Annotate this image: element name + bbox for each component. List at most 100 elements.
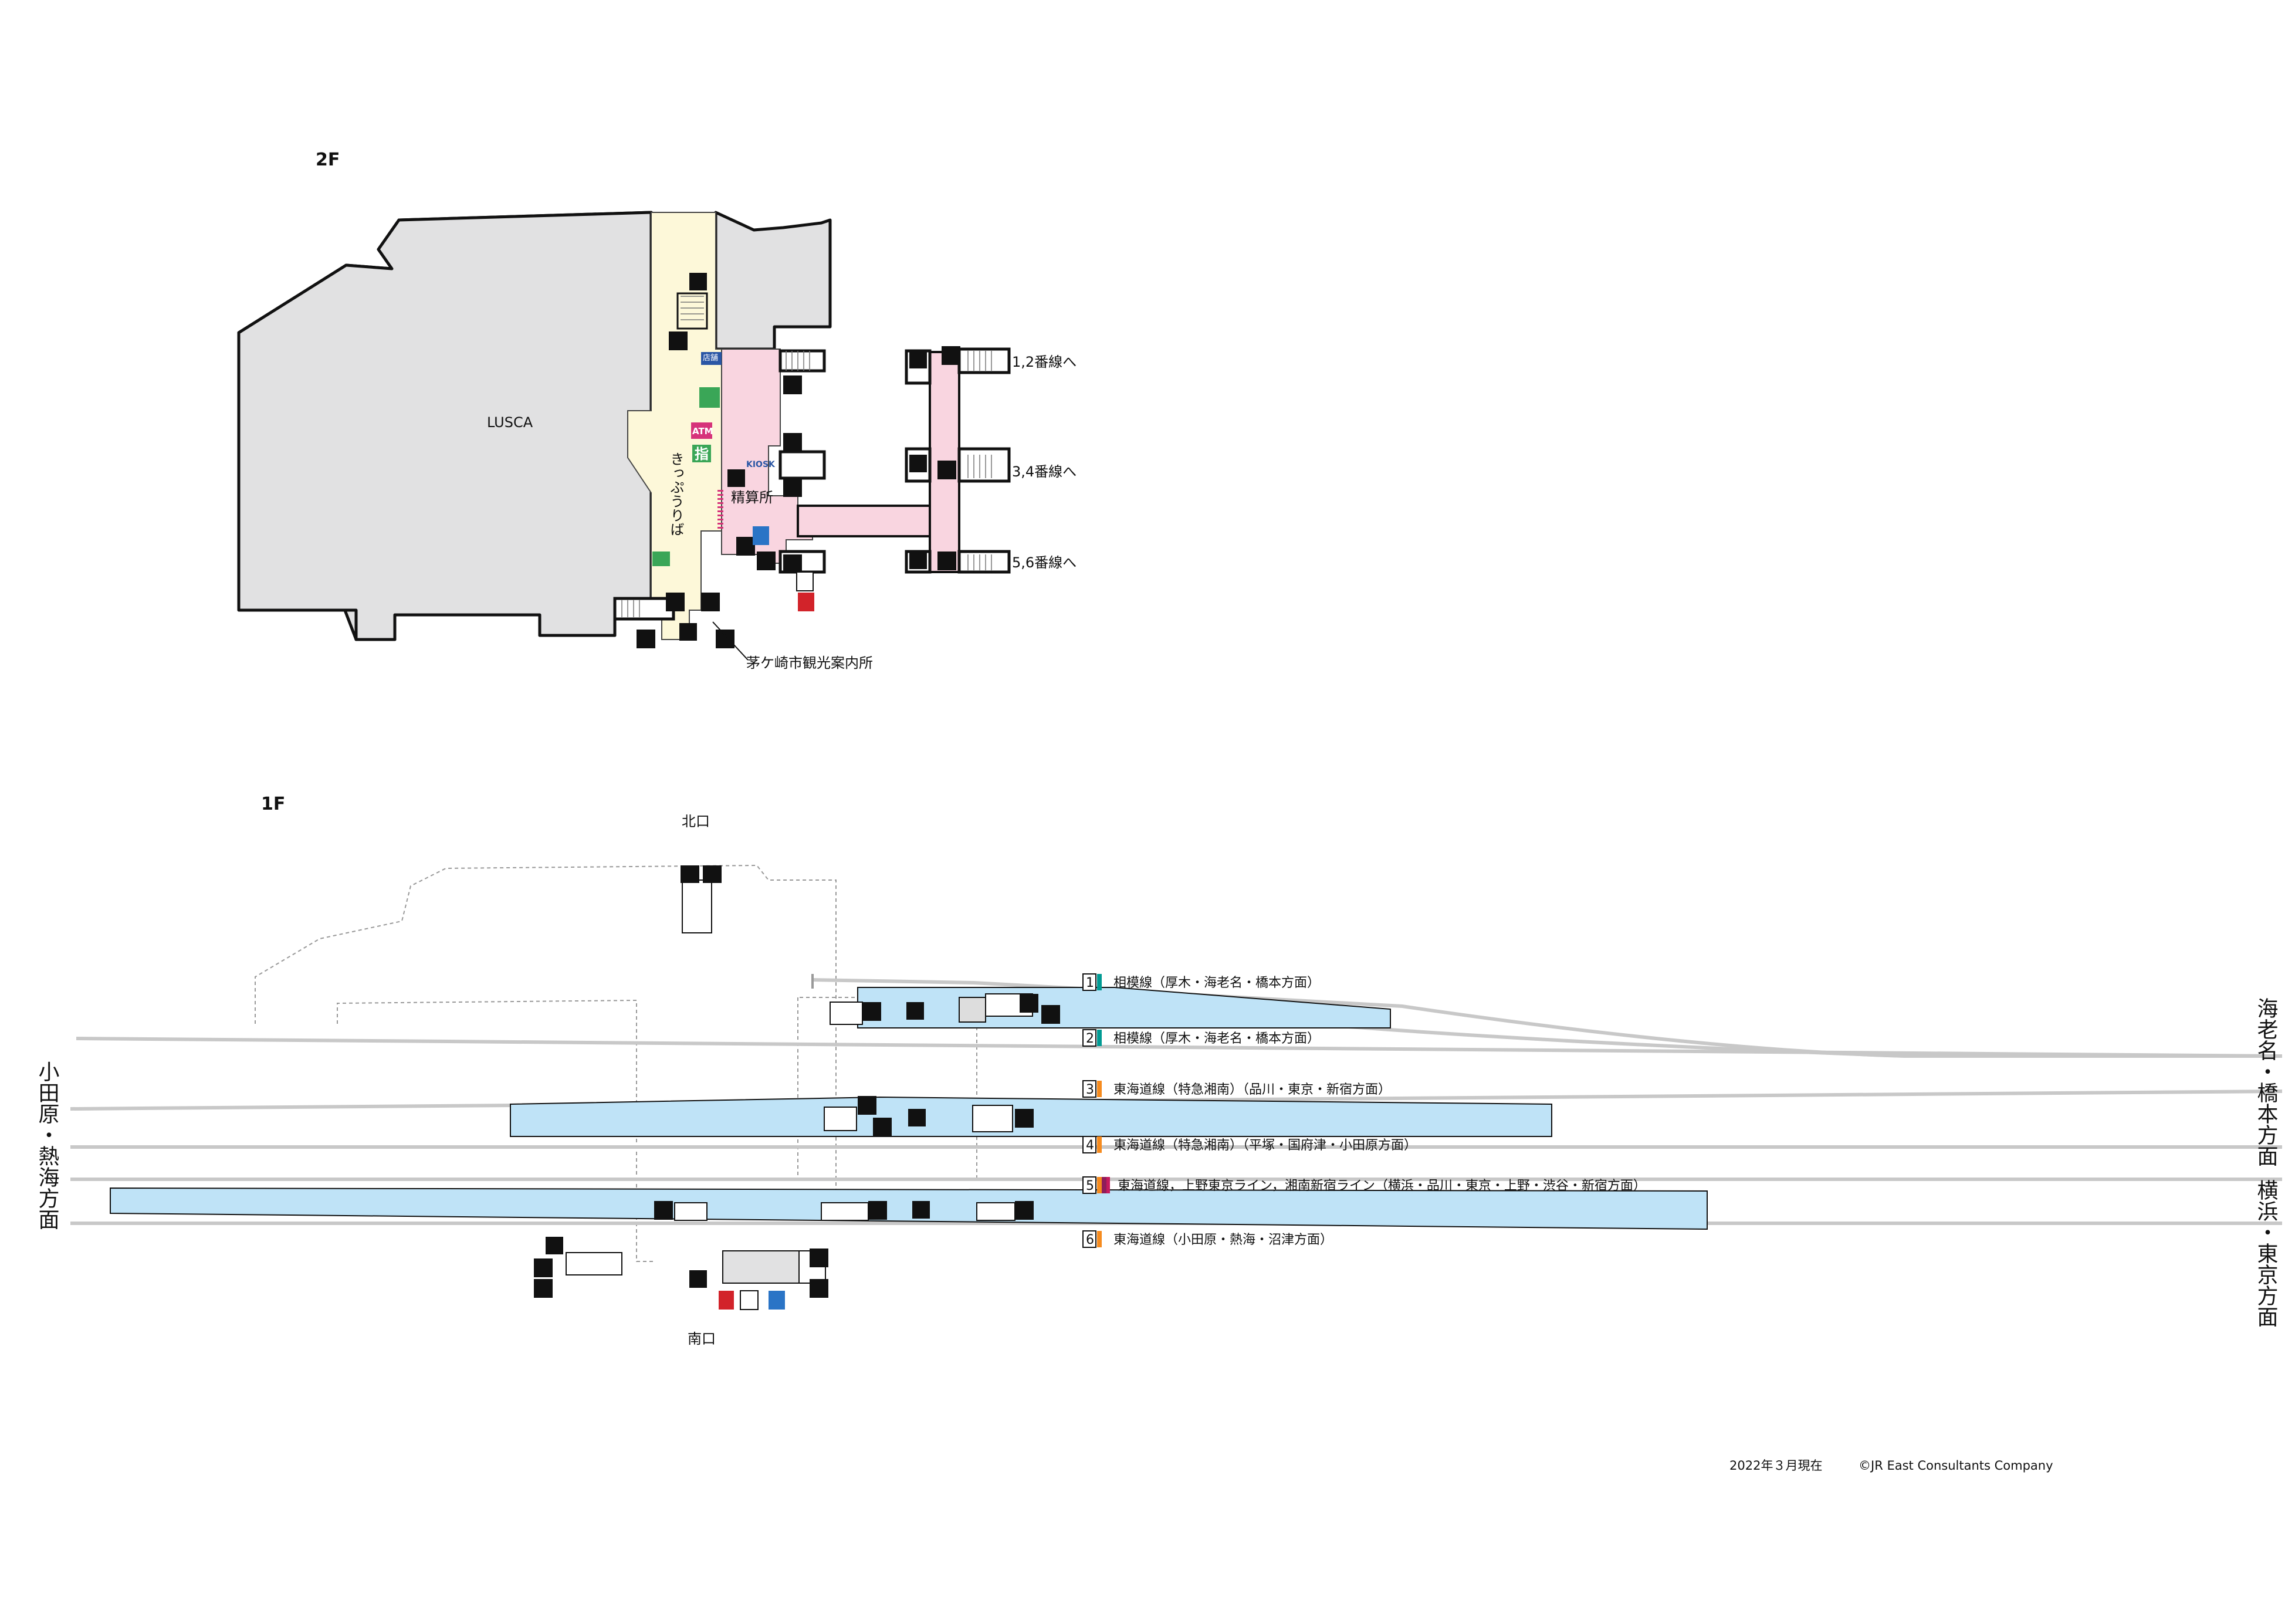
- stair-2f-north: [676, 292, 708, 330]
- fare-adjustment-label: 精算所: [731, 489, 773, 506]
- footer-date: 2022年３月現在: [1729, 1459, 1822, 1473]
- escalator-icon: [703, 865, 722, 883]
- link-platform-34: 3,4番線へ: [1012, 463, 1077, 480]
- direction-east-tokyo: 横浜・東京方面: [2254, 1179, 2279, 1327]
- floor-label-2f: 2F: [316, 150, 340, 170]
- ticket-machine-icon: [912, 1201, 930, 1219]
- direction-east-sagami: 海老名・橋本方面: [2254, 997, 2278, 1166]
- escalator-icon: [873, 1118, 892, 1136]
- escalator-icon: [858, 1096, 876, 1115]
- restroom-female-icon: [719, 1291, 734, 1310]
- escalator-icon: [534, 1279, 553, 1298]
- track-num-5: 5: [1086, 1179, 1094, 1193]
- link-platform-56: 5,6番線へ: [1012, 554, 1077, 571]
- escalator-icon: [669, 331, 688, 350]
- accessible-restroom-icon: [740, 1290, 759, 1310]
- stair-platform-56b: [821, 1202, 869, 1221]
- atm-icon: [691, 422, 712, 439]
- atm-label: ATM: [692, 426, 713, 437]
- ticket-machine-icon: [909, 351, 927, 368]
- escalator-icon: [937, 461, 956, 479]
- track-label-6: 東海道線（小田原・熱海・沼津方面）: [1113, 1233, 1333, 1247]
- line-color-6: [1097, 1231, 1102, 1247]
- stair-stubs: [613, 347, 1011, 621]
- track-badge-3: [1082, 1080, 1096, 1098]
- ticket-machine-icon: [689, 273, 707, 290]
- restroom-male-icon: [753, 526, 769, 545]
- kiosk-label: KIOSK: [746, 460, 776, 469]
- ticket-gate-label: きっぷうりば: [668, 452, 684, 536]
- track-num-4: 4: [1086, 1138, 1094, 1153]
- line-color-5a: [1097, 1177, 1102, 1193]
- ticket-machine-icon: [679, 623, 697, 641]
- track-badge-2: [1082, 1029, 1096, 1047]
- reserved-seat-label: 指: [695, 446, 709, 462]
- line-color-1: [1097, 974, 1102, 990]
- line-color-2: [1097, 1030, 1102, 1046]
- stair-platform-12: [830, 1002, 863, 1025]
- restroom-male-icon: [769, 1291, 785, 1310]
- tourist-info-leader: [712, 621, 749, 661]
- stair-platform-34b: [972, 1105, 1013, 1132]
- footer-copyright: ©JR East Consultants Company: [1859, 1459, 2053, 1473]
- escalator-icon: [810, 1279, 828, 1298]
- stair-south-west: [566, 1252, 622, 1275]
- escalator-icon: [937, 552, 956, 570]
- escalator-icon: [862, 1002, 881, 1021]
- escalator-icon: [681, 865, 699, 883]
- escalator-icon: [783, 375, 802, 394]
- stair-platform-56a: [674, 1202, 708, 1221]
- escalator-icon: [783, 554, 802, 573]
- ticket-machine-icon: [546, 1237, 563, 1254]
- escalator-icon: [868, 1201, 887, 1220]
- escalator-icon: [942, 346, 960, 365]
- reserved-seat-icon: [692, 445, 711, 462]
- day-sign-icon: [652, 552, 670, 566]
- tracks: [70, 978, 2283, 1225]
- platform-1-2: [857, 987, 1391, 1028]
- escalator-icon: [534, 1258, 553, 1277]
- line-color-4: [1097, 1136, 1102, 1153]
- track-labels: 1 2 3 4 5 6 相模線（厚木・海老名・橋本方面） 相模線（厚木・海老名・…: [1082, 973, 1646, 1248]
- floor-label-1f: 1F: [261, 794, 285, 814]
- track-badge-4: [1082, 1136, 1096, 1153]
- platform-5-6: [110, 1187, 1708, 1230]
- escalator-icon: [1015, 1201, 1034, 1220]
- track-label-3: 東海道線（特急湘南）（品川・東京・新宿方面）: [1113, 1082, 1391, 1097]
- stair-platform-56c: [976, 1202, 1016, 1221]
- escalator-icon: [1041, 1005, 1060, 1024]
- station-building-east: [714, 211, 832, 351]
- line-color-5b: [1102, 1177, 1106, 1193]
- stair-1f-north: [682, 879, 712, 933]
- store-sign: 店舗: [703, 354, 718, 363]
- track-badge-1: [1082, 973, 1096, 991]
- stair-platform-34a: [824, 1107, 857, 1131]
- icons-1f: [534, 865, 1060, 1310]
- lusca-label: LUSCA: [487, 414, 533, 431]
- accessible-restroom-icon: [796, 571, 814, 591]
- escalator-icon: [666, 593, 685, 611]
- lusca-outline: [237, 211, 653, 641]
- escalator-icon: [1020, 994, 1038, 1013]
- ticket-machine-icon: [908, 1109, 926, 1126]
- bridge-horizontal: [797, 505, 931, 537]
- ticket-machine-icon: [909, 552, 927, 569]
- escalator-icon: [701, 593, 720, 611]
- track-label-4: 東海道線（特急湘南）（平塚・国府津・小田原方面）: [1113, 1138, 1417, 1153]
- ticket-machine-icon: [906, 1002, 924, 1020]
- store-icon: [701, 352, 722, 365]
- direction-west: 小田原・熱海方面: [35, 1061, 59, 1230]
- track-num-2: 2: [1086, 1031, 1094, 1046]
- escalator-icon: [783, 433, 802, 452]
- track-num-6: 6: [1086, 1233, 1094, 1247]
- ticket-office-icon: [727, 469, 745, 487]
- escalator-icon: [637, 630, 655, 648]
- track-label-2: 相模線（厚木・海老名・橋本方面）: [1113, 1031, 1320, 1046]
- track-label-1: 相模線（厚木・海老名・橋本方面）: [1113, 976, 1320, 990]
- ticket-machine-icon: [689, 1270, 707, 1288]
- escalator-icon: [736, 537, 755, 556]
- track-badge-5: [1082, 1176, 1096, 1194]
- escalator-icon: [654, 1201, 673, 1220]
- south-building: [722, 1250, 800, 1284]
